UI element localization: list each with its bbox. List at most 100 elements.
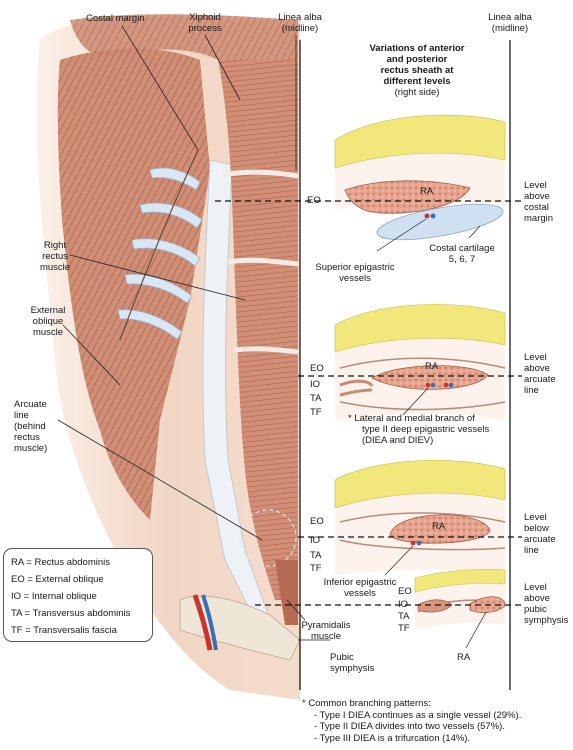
s1-level: Level above costal margin [524,180,553,224]
s4-level-3: pubic [524,604,547,615]
right-rectus-line-2: rectus [42,251,68,262]
s3-layer-tf: TF [310,563,322,574]
s2-ra: RA [425,361,439,372]
s2-note-1: * Lateral and medial branch of [348,413,475,424]
rectus-muscle [218,60,298,600]
arcuate-line-3: (behind [14,421,46,432]
pyramidalis-muscle [275,560,298,625]
s1-note-2: 5, 6, 7 [448,254,476,265]
sheath-title-line-4: different levels [383,76,451,87]
s4-ra: RA [457,652,471,663]
sheath-title-line-1: Variations of anterior [369,43,465,54]
legend-item: IO = Internal oblique [11,591,97,602]
section-3-cross-section [334,460,506,576]
xiphoid-label: Xiphoid process [175,12,235,34]
pyramidalis-line-2: muscle [310,631,342,642]
right-rectus-label: Right rectus muscle [30,240,80,273]
s1-vessel-2: vessels [339,273,371,284]
xiphoid-line-2: process [188,23,222,34]
s2-layer-tf: TF [310,407,322,418]
tendinous-intersections [221,169,299,355]
s2-layer-eo: EO [310,363,324,374]
s2-level-2: above [524,363,550,374]
linea-alba-right-line-1: Linea alba [488,12,532,23]
arcuate-line-outline [239,509,297,567]
s1-level-3: costal [524,202,549,213]
s3-level: Level below arcuate line [524,512,556,556]
s4-level-2: above [524,593,550,604]
level-lines [215,200,522,606]
s1-ra: RA [420,186,434,197]
s3-layer-io: IO [310,535,321,546]
footnote-line-4: - Type III DIEA is a trifurcation (14%). [314,732,471,744]
arcuate-line-5: muscle) [14,443,48,454]
pubic-symphysis-label: Pubic symphysis [330,652,374,674]
footnote: * Common branching patterns: - Type I DI… [302,698,521,744]
legend-item: RA = Rectus abdominis [11,557,111,568]
s2-note-3: (DIEA and DIEV) [362,435,434,446]
s2-note-2: type II deep epigastric vessels [362,424,490,435]
s1-vessel-1: Superior epigastric [315,262,395,273]
s2-layer-ta: TA [310,393,322,404]
s3-layer-eo: EO [310,516,324,527]
arcuate-line-label: Arcuate line (behind rectus muscle) [14,399,47,454]
external-oblique-line-2: oblique [32,316,64,327]
s3-layer-ta: TA [310,550,322,561]
linea-alba-left-label: Linea alba (midline) [262,12,338,34]
costal-margin-line [119,149,199,341]
xiphoid-line-1: Xiphoid [189,12,221,23]
s1-costal-cartilage: Costal cartilage 5, 6, 7 [422,243,502,265]
abbreviation-legend: RA = Rectus abdominis EO = External obli… [3,548,153,642]
external-oblique-line-3: muscle [32,327,64,338]
upper-muscles [70,14,298,60]
s3-level-2: below [524,523,549,534]
footnote-line-3: - Type II DIEA divides into two vessels … [314,721,505,732]
s1-level-4: margin [524,213,554,224]
sheath-title: Variations of anterior and posterior rec… [342,43,492,98]
leader-lines [57,25,330,641]
s3-vessel-1: Inferior epigastric [323,577,397,588]
section-2-cross-section [334,304,506,420]
s3-level-1: Level [524,512,547,523]
costal-cartilages [117,167,203,340]
s3-vessel-2: vessels [344,588,376,599]
s2-level-1: Level [524,352,547,363]
s2-layer-io: IO [310,379,321,390]
linea-alba-right-label: Linea alba (midline) [472,12,548,34]
s3-level-4: line [524,545,539,556]
section-1-cross-section [334,114,506,252]
pyramidalis-line-1: Pyramidalis [301,620,351,631]
external-oblique-line-1: External [30,305,66,316]
s3-level-3: arcuate [524,534,556,545]
s4-layer-eo: EO [398,586,412,597]
footnote-line-1: * Common branching patterns: [302,698,431,709]
legend-item: TA = Transversus abdominis [11,608,131,619]
legend-item: EO = External oblique [11,574,104,585]
s1-level-2: above [524,191,550,202]
s3-vessel: Inferior epigastric vessels [305,577,415,599]
arcuate-line-4: rectus [14,432,40,443]
linea-alba-left-line-2: (midline) [281,23,319,34]
costal-margin-label: Costal margin [86,13,145,24]
s4-layer-io: IO [398,599,409,610]
s1-level-1: Level [524,180,547,191]
sheath-title-line-2: and posterior [386,54,448,65]
s4-layer-ta: TA [398,611,410,622]
sheath-title-line-3: rectus sheath at [380,65,454,76]
s4-level: Level above pubic symphysis [524,582,568,626]
pubic-symphysis-line-2: symphysis [330,663,375,674]
s2-level: Level above arcuate line [524,352,556,396]
right-rectus-line-3: muscle [39,262,71,273]
arcuate-line-2: line [14,410,29,421]
legend-item: TF = Transversalis fascia [11,625,117,636]
external-oblique-label: External oblique muscle [18,305,78,338]
s2-level-3: arcuate [524,374,556,385]
s4-level-1: Level [524,582,547,593]
linea-alba-right-line-2: (midline) [491,23,529,34]
pubic-symphysis-line-1: Pubic [330,652,354,663]
arcuate-line-1: Arcuate [14,399,47,410]
femoral-vessels [192,594,218,651]
s2-level-4: line [524,385,539,396]
